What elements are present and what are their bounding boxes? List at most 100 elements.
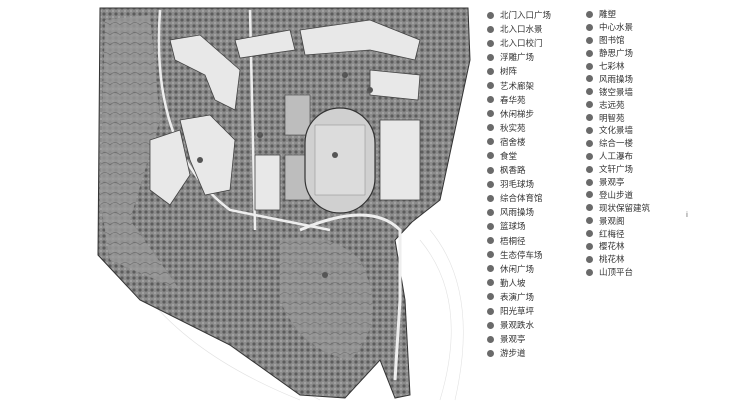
campus-site-plan	[97, 7, 471, 401]
legend-label: 登山步道	[599, 190, 634, 201]
legend-item: 阳光草坪	[487, 304, 551, 318]
legend-item: 羽毛球场	[487, 177, 551, 191]
legend-item: 明智苑	[586, 111, 650, 124]
legend-label: 艺术廊架	[500, 81, 535, 92]
legend-item: 七彩林	[586, 60, 650, 73]
legend-label: 秋实苑	[500, 123, 526, 134]
legend-item: 山顶平台	[586, 266, 650, 279]
legend-label: 休闲梯步	[500, 109, 535, 120]
legend-item: 景观阁	[586, 214, 650, 227]
legend-marker-icon	[586, 75, 593, 83]
legend-label: 文轩广场	[599, 165, 634, 176]
legend-marker-icon	[487, 124, 494, 132]
legend-marker-icon	[487, 96, 494, 104]
legend-marker-icon	[487, 251, 494, 259]
legend-item: 艺术廊架	[487, 78, 551, 92]
legend-item: 食堂	[487, 149, 551, 163]
legend-marker-icon	[487, 67, 494, 75]
legend-label: 篮球场	[500, 222, 526, 233]
legend-item: 镂空景墙	[586, 85, 650, 98]
legend-label: 生态停车场	[500, 250, 543, 261]
legend-item: 浮雕广场	[487, 50, 551, 64]
legend-marker-icon	[586, 242, 593, 250]
site-boundary	[97, 7, 471, 399]
legend-label: 景观亭	[599, 178, 625, 189]
legend-marker-icon	[487, 222, 494, 230]
legend-label: 宿舍楼	[500, 137, 526, 148]
legend-item: 桃花林	[586, 253, 650, 266]
legend-marker-icon	[586, 230, 593, 238]
legend-column-right: 雕塑中心水景图书馆静思广场七彩林风雨操场镂空景墙志远苑明智苑文化景墙综合一楼人工…	[586, 8, 650, 279]
legend-marker-icon	[586, 88, 593, 96]
legend-marker-icon	[586, 268, 593, 276]
legend-label: 雕塑	[599, 10, 617, 21]
legend-item: 篮球场	[487, 219, 551, 233]
legend-item: 文化景墙	[586, 124, 650, 137]
legend-item: 风雨操场	[487, 205, 551, 219]
legend-item: 景观亭	[586, 176, 650, 189]
football-field	[314, 124, 366, 196]
legend-item: 宿舍楼	[487, 135, 551, 149]
legend-marker-icon	[487, 152, 494, 160]
legend-marker-icon	[487, 237, 494, 245]
legend-marker-icon	[487, 265, 494, 273]
legend-label: 镂空景墙	[599, 87, 634, 98]
legend-item: 表演广场	[487, 290, 551, 304]
legend-label: 景观亭	[500, 335, 526, 346]
legend-label: 现状保留建筑	[599, 203, 651, 214]
legend-label: 风雨操场	[599, 74, 634, 85]
legend-label: 梧桐径	[500, 236, 526, 247]
legend-label: 文化景墙	[599, 126, 634, 137]
legend-label: 阳光草坪	[500, 307, 535, 318]
legend-marker-icon	[487, 321, 494, 329]
legend-label: 表演广场	[500, 292, 535, 303]
legend-label: 休闲广场	[500, 264, 535, 275]
legend-item: 枫香路	[487, 163, 551, 177]
legend-marker-icon	[487, 53, 494, 61]
legend-marker-icon	[586, 114, 593, 122]
stray-mark: i	[686, 211, 688, 219]
legend-item: 休闲广场	[487, 262, 551, 276]
legend-item: 北门入口广场	[487, 8, 551, 22]
legend-label: 景观阁	[599, 216, 625, 227]
legend-marker-icon	[487, 138, 494, 146]
legend-number-markers	[197, 72, 373, 278]
legend-marker-icon	[487, 11, 494, 19]
hill-terrain	[100, 15, 180, 290]
hill-terrain-south	[280, 237, 373, 360]
legend-marker-icon	[586, 152, 593, 160]
legend-marker-icon	[586, 217, 593, 225]
legend-marker-icon	[586, 191, 593, 199]
legend-item: 北入口水景	[487, 22, 551, 36]
legend-marker-icon	[487, 110, 494, 118]
legend-marker-icon	[586, 139, 593, 147]
legend-item: 综合一楼	[586, 137, 650, 150]
legend-label: 枫香路	[500, 166, 526, 177]
legend-label: 羽毛球场	[500, 180, 535, 191]
legend-marker-icon	[487, 279, 494, 287]
legend-marker-icon	[586, 165, 593, 173]
walkway	[299, 213, 402, 381]
legend-marker-icon	[586, 126, 593, 134]
legend-label: 春华苑	[500, 95, 526, 106]
legend-label: 食堂	[500, 151, 518, 162]
legend-label: 桃花林	[599, 255, 625, 266]
legend-marker-icon	[586, 62, 593, 70]
legend-item: 人工瀑布	[586, 150, 650, 163]
legend-label: 七彩林	[599, 62, 625, 72]
legend-item: 中心水景	[586, 21, 650, 34]
legend-label: 红梅径	[599, 229, 625, 240]
legend-marker-icon	[487, 307, 494, 315]
legend-label: 中心水景	[599, 23, 634, 34]
legend-marker-icon	[586, 49, 593, 57]
legend-label: 风雨操场	[500, 208, 535, 219]
legend-item: 勤人坡	[487, 276, 551, 290]
legend-marker-icon	[586, 101, 593, 109]
legend-item: 文轩广场	[586, 163, 650, 176]
legend-label: 人工瀑布	[599, 152, 634, 163]
legend-item: 景观亭	[487, 332, 551, 346]
legend-marker-icon	[487, 335, 494, 343]
legend-label: 综合体育馆	[500, 194, 543, 205]
legend-item: 春华苑	[487, 93, 551, 107]
legend-label: 浮雕广场	[500, 53, 535, 64]
